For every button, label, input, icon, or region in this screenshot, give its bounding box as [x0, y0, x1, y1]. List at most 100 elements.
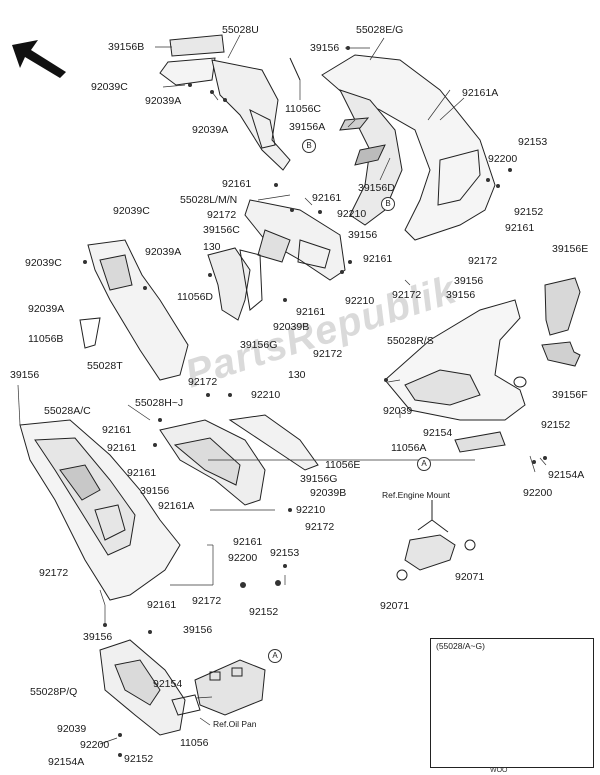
part-label[interactable]: 92071: [455, 571, 485, 583]
part-label[interactable]: 92210: [337, 208, 367, 220]
upper-right-cowl: [321, 54, 496, 241]
part-label[interactable]: 92039: [383, 405, 413, 417]
part-label[interactable]: 92152: [514, 206, 544, 218]
part-label[interactable]: 39156: [310, 42, 340, 54]
diagram-code: WOO: [490, 767, 508, 774]
part-label[interactable]: 92161A: [462, 87, 499, 99]
part-label[interactable]: 39156C: [203, 224, 240, 236]
part-label[interactable]: 92039C: [91, 81, 128, 93]
part-label[interactable]: 92172: [207, 209, 237, 221]
ref-marker-b-upper[interactable]: B: [302, 139, 316, 153]
engine-mount-bracket: [396, 500, 476, 581]
part-label[interactable]: 92039B: [273, 321, 310, 333]
part-label[interactable]: 92200: [523, 487, 553, 499]
part-label[interactable]: 92161: [107, 442, 137, 454]
fastener-dots: [83, 46, 547, 757]
part-label[interactable]: 92161: [147, 599, 177, 611]
part-label[interactable]: 92210: [345, 295, 375, 307]
part-label[interactable]: 11056D: [177, 291, 214, 303]
part-label[interactable]: 11056C: [285, 103, 322, 115]
part-label[interactable]: 92161: [233, 536, 263, 548]
part-label[interactable]: 92039C: [25, 257, 62, 269]
part-label[interactable]: 55028T: [87, 360, 123, 372]
part-label[interactable]: 55028R/S: [387, 335, 434, 347]
part-label[interactable]: 39156B: [108, 41, 145, 53]
part-label[interactable]: 92161: [505, 222, 535, 234]
part-label[interactable]: 11056A: [391, 442, 427, 454]
part-label[interactable]: 92039A: [192, 124, 229, 136]
ref-marker-a-oil[interactable]: A: [268, 649, 282, 663]
trim-pieces-39156E-F: [541, 277, 581, 367]
upper-left-cowl-panel: [159, 34, 301, 171]
part-label[interactable]: 92172: [392, 289, 422, 301]
part-label[interactable]: 92161: [127, 467, 157, 479]
part-label[interactable]: 92152: [124, 753, 154, 765]
part-label[interactable]: 55028E/G: [356, 24, 404, 36]
part-label[interactable]: 92200: [488, 153, 518, 165]
part-label[interactable]: 92161A: [158, 500, 195, 512]
part-label[interactable]: 92039B: [310, 487, 347, 499]
part-label[interactable]: 39156: [183, 624, 213, 636]
part-label[interactable]: 92172: [313, 348, 343, 360]
part-label[interactable]: 39156D: [358, 182, 395, 194]
part-label[interactable]: 92210: [251, 389, 281, 401]
part-label[interactable]: 92039A: [145, 246, 182, 258]
part-label[interactable]: 92154A: [48, 756, 85, 768]
ref-engine-mount-label: Ref.Engine Mount: [382, 490, 451, 500]
part-label[interactable]: 92200: [80, 739, 110, 751]
part-label[interactable]: 11056: [180, 737, 209, 749]
part-label[interactable]: 92200: [228, 552, 258, 564]
part-label[interactable]: 39156: [83, 631, 113, 643]
part-label[interactable]: 55028H~J: [135, 397, 184, 409]
part-label[interactable]: 92172: [192, 595, 222, 607]
part-label[interactable]: 92039: [57, 723, 87, 735]
part-label[interactable]: 92039C: [113, 205, 150, 217]
part-label[interactable]: 55028L/M/N: [180, 194, 238, 206]
part-label[interactable]: 39156E: [552, 243, 589, 255]
part-label[interactable]: 92039A: [145, 95, 182, 107]
part-label[interactable]: 92210: [296, 504, 326, 516]
part-label[interactable]: 55028U: [222, 24, 259, 36]
oil-pan-area: [171, 659, 266, 716]
part-label[interactable]: 92039A: [28, 303, 65, 315]
part-label[interactable]: 92153: [270, 547, 300, 559]
part-label[interactable]: 92172: [39, 567, 69, 579]
part-label[interactable]: 92161: [312, 192, 342, 204]
part-label[interactable]: 55028P/Q: [30, 686, 78, 698]
part-label[interactable]: 92154: [423, 427, 453, 439]
part-label[interactable]: 92154A: [548, 469, 585, 481]
part-label[interactable]: 39156: [10, 369, 40, 381]
part-label[interactable]: 92071: [380, 600, 410, 612]
ref-marker-b-lower[interactable]: B: [381, 197, 395, 211]
part-label[interactable]: 92161: [363, 253, 393, 265]
ref-oil-pan-label: Ref.Oil Pan: [213, 719, 257, 729]
part-label[interactable]: 39156F: [552, 389, 588, 401]
part-label[interactable]: 92152: [249, 606, 279, 618]
part-label[interactable]: 55028A/C: [44, 405, 91, 417]
inset-caption: (55028/A~G): [436, 641, 485, 651]
part-label[interactable]: 39156: [348, 229, 378, 241]
part-label[interactable]: 92161: [222, 178, 252, 190]
part-label[interactable]: 92153: [518, 136, 548, 148]
part-label[interactable]: 11056E: [325, 459, 361, 471]
part-label[interactable]: 39156: [140, 485, 170, 497]
part-label[interactable]: 92161: [296, 306, 326, 318]
part-label[interactable]: 11056B: [28, 333, 64, 345]
part-label[interactable]: 92172: [468, 255, 498, 267]
part-label[interactable]: 92161: [102, 424, 132, 436]
center-inner-panel: [207, 199, 346, 321]
part-label[interactable]: 130: [203, 241, 221, 253]
part-label[interactable]: 39156: [446, 289, 476, 301]
ref-marker-a-right[interactable]: A: [417, 457, 431, 471]
part-label[interactable]: 39156: [454, 275, 484, 287]
part-label[interactable]: 92154: [153, 678, 183, 690]
part-label[interactable]: 39156G: [240, 339, 278, 351]
part-label[interactable]: 92152: [541, 419, 571, 431]
part-label[interactable]: 39156G: [300, 473, 338, 485]
part-label[interactable]: 39156A: [289, 121, 326, 133]
part-label[interactable]: 130: [288, 369, 306, 381]
part-label[interactable]: 92172: [305, 521, 335, 533]
right-side-cowl: [384, 299, 527, 453]
part-label[interactable]: 92172: [188, 376, 218, 388]
